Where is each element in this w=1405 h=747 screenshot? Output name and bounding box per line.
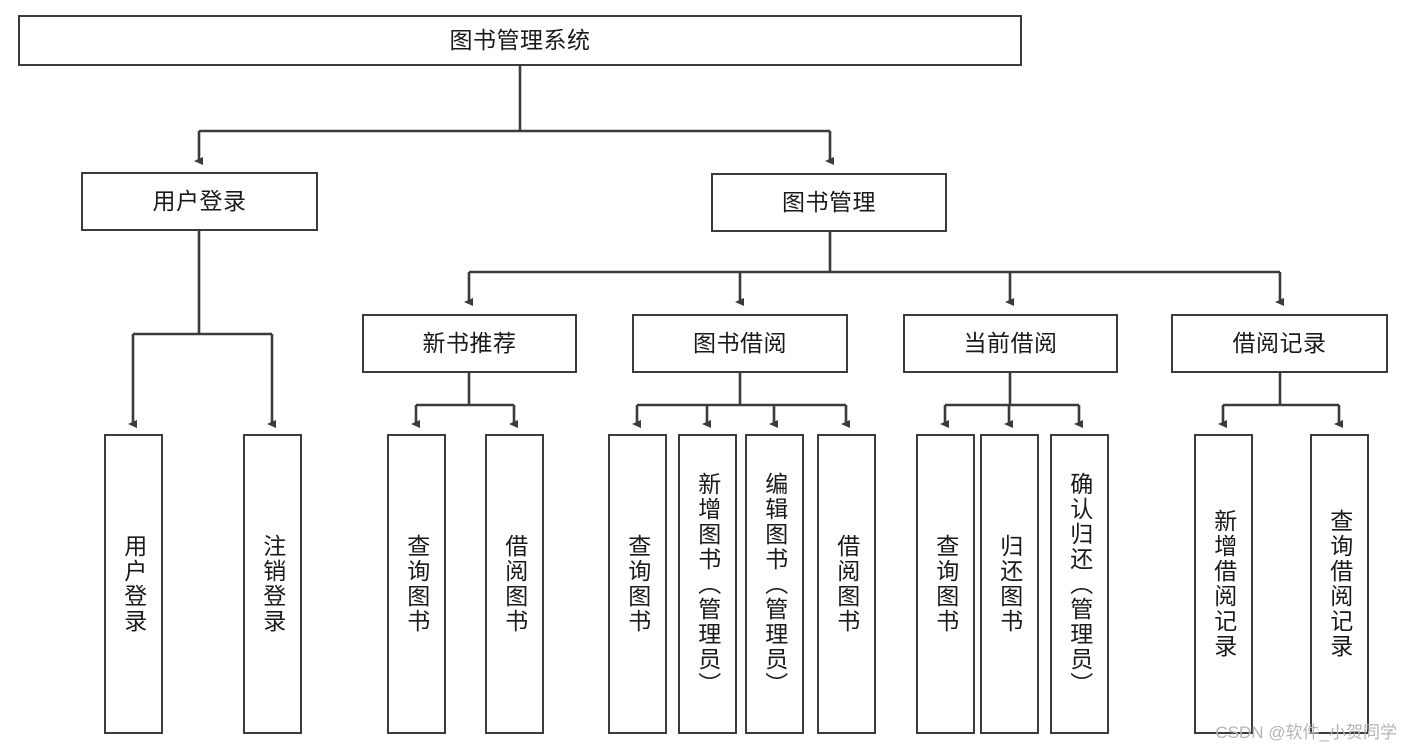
node-leaf-logout-login-label: 注销登录 bbox=[259, 534, 286, 634]
node-new-book-recommend-label: 新书推荐 bbox=[422, 330, 517, 357]
node-book-borrow-label: 图书借阅 bbox=[693, 330, 787, 357]
node-leaf-add-book-label: 新增图书（管理员） bbox=[694, 471, 721, 697]
node-leaf-confirm-return-label: 确认归还（管理员） bbox=[1066, 471, 1093, 697]
node-book-management-label: 图书管理 bbox=[782, 189, 876, 216]
node-current-borrow-label: 当前借阅 bbox=[963, 330, 1058, 357]
node-new-book-recommend[interactable]: 新书推荐 bbox=[362, 314, 577, 373]
node-leaf-query-record-label: 查询借阅记录 bbox=[1326, 509, 1353, 659]
node-leaf-query-book-2[interactable]: 查询图书 bbox=[608, 434, 667, 734]
node-borrow-record[interactable]: 借阅记录 bbox=[1171, 314, 1388, 373]
node-leaf-edit-book[interactable]: 编辑图书（管理员） bbox=[745, 434, 804, 734]
node-leaf-query-book-3[interactable]: 查询图书 bbox=[916, 434, 975, 734]
node-leaf-query-record[interactable]: 查询借阅记录 bbox=[1310, 434, 1369, 734]
node-root-label: 图书管理系统 bbox=[449, 27, 591, 54]
node-user-login[interactable]: 用户登录 bbox=[81, 172, 318, 231]
node-root[interactable]: 图书管理系统 bbox=[18, 15, 1022, 66]
node-leaf-confirm-return[interactable]: 确认归还（管理员） bbox=[1050, 434, 1109, 734]
node-leaf-add-record[interactable]: 新增借阅记录 bbox=[1194, 434, 1253, 734]
node-borrow-record-label: 借阅记录 bbox=[1232, 330, 1327, 357]
node-book-borrow[interactable]: 图书借阅 bbox=[632, 314, 848, 373]
node-leaf-borrow-book-2-label: 借阅图书 bbox=[833, 534, 860, 634]
node-leaf-user-login-label: 用户登录 bbox=[120, 534, 147, 634]
node-current-borrow[interactable]: 当前借阅 bbox=[903, 314, 1118, 373]
node-leaf-return-book-label: 归还图书 bbox=[996, 534, 1023, 634]
node-leaf-query-book-1[interactable]: 查询图书 bbox=[387, 434, 446, 734]
node-leaf-user-login[interactable]: 用户登录 bbox=[104, 434, 163, 734]
node-leaf-query-book-3-label: 查询图书 bbox=[932, 534, 959, 634]
node-leaf-logout-login[interactable]: 注销登录 bbox=[243, 434, 302, 734]
node-leaf-borrow-book-1[interactable]: 借阅图书 bbox=[485, 434, 544, 734]
node-leaf-return-book[interactable]: 归还图书 bbox=[980, 434, 1039, 734]
watermark: CSDN @软件_小贺同学 bbox=[1215, 723, 1397, 742]
node-leaf-borrow-book-1-label: 借阅图书 bbox=[501, 534, 528, 634]
node-book-management[interactable]: 图书管理 bbox=[711, 173, 947, 232]
node-leaf-query-book-1-label: 查询图书 bbox=[403, 534, 430, 634]
node-user-login-label: 用户登录 bbox=[152, 188, 247, 215]
node-leaf-borrow-book-2[interactable]: 借阅图书 bbox=[817, 434, 876, 734]
node-leaf-query-book-2-label: 查询图书 bbox=[624, 534, 651, 634]
node-leaf-add-record-label: 新增借阅记录 bbox=[1210, 509, 1237, 659]
node-leaf-edit-book-label: 编辑图书（管理员） bbox=[761, 471, 788, 697]
node-leaf-add-book[interactable]: 新增图书（管理员） bbox=[678, 434, 737, 734]
